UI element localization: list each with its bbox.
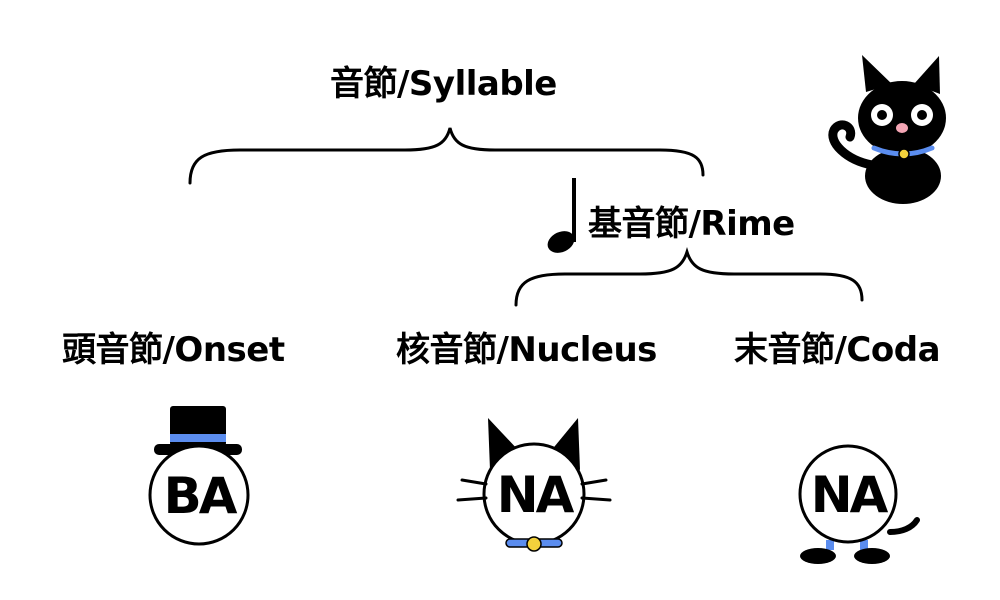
rime-label: 基音節/Rime [588, 204, 795, 244]
music-note-icon [547, 178, 576, 253]
feet-icon [800, 540, 890, 564]
coda-circle-text: NA [811, 466, 889, 524]
whiskers-icon [456, 478, 612, 502]
cat-ears-icon [488, 418, 580, 470]
nucleus-circle-text: NA [497, 466, 575, 524]
collar-icon [505, 536, 563, 552]
tail-icon [887, 517, 920, 535]
onset-node: BA [148, 406, 250, 546]
nucleus-label: 核音節/Nucleus [396, 330, 657, 370]
nucleus-node: NA [456, 418, 612, 552]
syllable-brace [188, 127, 705, 185]
coda-node: NA [798, 444, 920, 564]
onset-label: 頭音節/Onset [62, 330, 285, 370]
coda-label: 末音節/Coda [734, 330, 941, 370]
rime-brace [514, 246, 864, 307]
onset-circle-text: BA [164, 467, 238, 525]
black-cat-mascot [828, 55, 946, 204]
syllable-label: 音節/Syllable [330, 64, 557, 104]
